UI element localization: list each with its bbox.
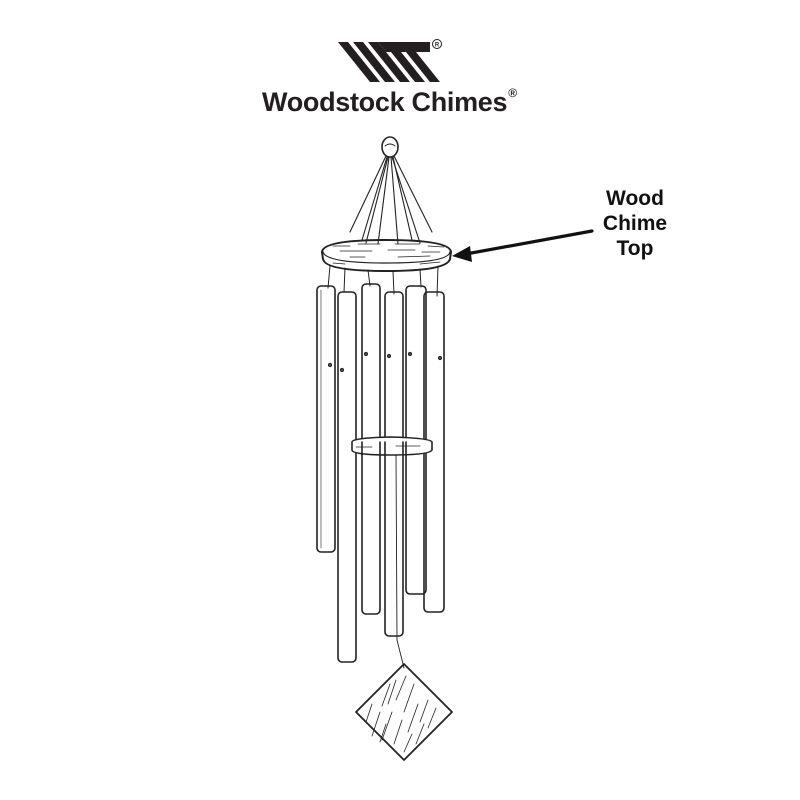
chime-tube-4 (384, 291, 404, 637)
brand-wordmark: Woodstock Chimes® (262, 86, 552, 118)
striker-disc (351, 436, 433, 456)
callout-line-1: Wood (606, 187, 664, 210)
wood-chime-top (321, 239, 452, 272)
chime-tube-1 (316, 285, 336, 553)
tube-cords (327, 265, 439, 297)
hanging-ring (381, 136, 399, 158)
woodstock-logo-icon: R (338, 39, 442, 82)
registered-mark: ® (508, 86, 517, 100)
chime-tube-2 (337, 291, 357, 663)
sail-cord (395, 454, 405, 669)
svg-text:R: R (435, 43, 440, 49)
callout-line-2: Chime (602, 212, 668, 235)
wood-chime-top-label: Wood Chime Top (590, 186, 680, 261)
callout-line-3: Top (616, 237, 654, 260)
callout-arrow (452, 229, 594, 262)
suspension-cords (349, 155, 433, 245)
wind-sail (355, 663, 453, 761)
brand-name-text: Woodstock Chimes (262, 87, 508, 117)
